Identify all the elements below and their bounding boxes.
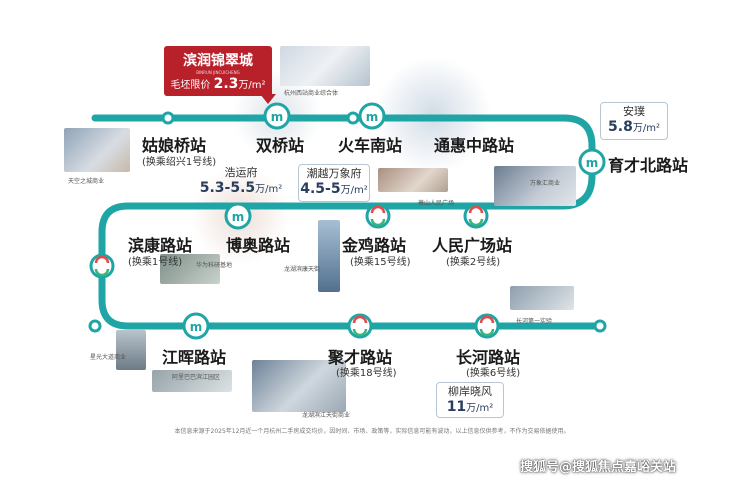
stop-huochenan	[346, 111, 360, 125]
price-anpu: 安璞 5.8万/m²	[600, 102, 668, 140]
loc-hangzhou-west: 杭州西站商业综合体	[284, 90, 339, 97]
photo-boao	[160, 254, 220, 284]
transfer-jinji-icon	[365, 203, 391, 229]
metro-logo-boao-icon: m	[224, 202, 252, 230]
featured-callout: 滨润锦翠城 BINRUN JINCUICHENG 毛坯限价 2.3万/m²	[164, 46, 272, 96]
station-jinji-sub: (换乘15号线)	[350, 257, 411, 268]
station-jianghui: 江晖路站	[162, 348, 227, 367]
loc-jinji2: 龙湖滨康天街	[284, 266, 321, 273]
price-liuan-value: 11	[446, 399, 467, 415]
station-renmin: 人民广场站	[432, 236, 513, 255]
price-anpu-value-row: 5.8万/m²	[601, 119, 667, 135]
svg-text:m: m	[586, 156, 599, 170]
price-anpu-unit: 万/m²	[632, 123, 660, 134]
stop-end	[593, 319, 607, 333]
price-haoyun-value: 5.3-5.5	[199, 180, 256, 196]
loc-tongmen: 万象汇商业	[530, 180, 561, 187]
metro-logo-huochenan-icon: m	[358, 102, 386, 130]
featured-name: 滨润锦翠城	[183, 53, 253, 69]
route-line	[91, 114, 604, 330]
photo-left	[116, 330, 146, 370]
transfer-binkang-icon	[89, 253, 115, 279]
station-binkang: 滨康路站	[128, 236, 193, 255]
price-liuan: 柳岸晓风 11万/m²	[436, 382, 504, 418]
transfer-renmin-icon	[463, 203, 489, 229]
featured-price: 2.3	[213, 76, 239, 92]
svg-text:m: m	[366, 110, 379, 124]
price-haoyun-value-row: 5.3-5.5万/m²	[196, 180, 286, 196]
featured-name-en: BINRUN JINCUICHENG	[196, 70, 240, 75]
price-chaoyue-name: 潮越万象府	[306, 167, 362, 180]
stop-guniangqiao	[161, 111, 175, 125]
station-changhe-sub: (换乘6号线)	[466, 368, 521, 379]
station-jucai-sub: (换乘18号线)	[336, 368, 397, 379]
loc-tiankong: 天空之城商业	[68, 178, 105, 185]
price-chaoyue-unit: 万/m²	[340, 185, 368, 196]
footnote: 本信息来源于2025年12月近一个月杭州二手房成交均价，因时间、市场、政策等，实…	[174, 428, 570, 435]
metro-logo-shuangqiao-icon: m	[263, 102, 291, 130]
price-liuan-name: 柳岸晓风	[448, 385, 492, 398]
photo-hangzhou-west	[280, 46, 370, 86]
price-liuan-unit: 万/m²	[466, 403, 494, 414]
price-chaoyue-value: 4.5-5	[300, 181, 341, 197]
loc-binkang: 华为科研基地	[196, 262, 233, 269]
featured-price-row: 毛坯限价 2.3万/m²	[164, 76, 272, 92]
price-haoyun: 浩运府 5.3-5.5万/m²	[196, 164, 286, 200]
station-renmin-sub: (换乘2号线)	[446, 257, 501, 268]
station-changhe: 长河路站	[456, 348, 521, 367]
svg-text:m: m	[190, 320, 203, 334]
loc-left: 星光大道商业	[90, 354, 127, 361]
price-liuan-value-row: 11万/m²	[437, 399, 503, 415]
transfer-changhe-icon	[474, 313, 500, 339]
stop-jianghui	[88, 319, 102, 333]
photo-changhe	[510, 286, 574, 310]
featured-callout-pointer	[260, 94, 276, 104]
metro-logo-jianghui-icon: m	[182, 312, 210, 340]
price-haoyun-unit: 万/m²	[255, 184, 283, 195]
photo-jinji	[318, 220, 340, 292]
station-guniangqiao-sub: (换乘绍兴1号线)	[142, 157, 217, 168]
watermark: 搜狐号@搜狐焦点嘉峪关站	[520, 460, 677, 475]
price-anpu-name: 安璞	[623, 105, 645, 118]
loc-jianghui: 阿里巴巴滨江园区	[172, 374, 221, 381]
loc-changhe: 长河第一实验	[516, 318, 553, 325]
station-huochenan: 火车南站	[338, 136, 403, 155]
photo-jucai	[252, 360, 346, 412]
station-yucaibei: 育才北路站	[608, 156, 689, 175]
featured-price-label: 毛坯限价	[170, 80, 211, 91]
svg-text:m: m	[232, 210, 245, 224]
price-anpu-value: 5.8	[608, 119, 633, 135]
svg-text:m: m	[271, 110, 284, 124]
photo-jianghui	[152, 370, 232, 392]
photo-tiankong	[64, 128, 130, 172]
station-jucai: 聚才路站	[328, 348, 393, 367]
price-chaoyue-value-row: 4.5-5万/m²	[299, 181, 369, 197]
metro-logo-yucai-icon: m	[578, 148, 606, 176]
station-shuangqiao: 双桥站	[256, 136, 305, 155]
price-chaoyue: 潮越万象府 4.5-5万/m²	[298, 164, 370, 202]
loc-renmin: 萧山人民广场	[418, 200, 455, 207]
station-boao: 博奥路站	[226, 236, 291, 255]
featured-unit: 万/m²	[238, 80, 266, 91]
station-guniangqiao: 姑娘桥站	[142, 136, 207, 155]
loc-jucai: 龙湖滨江天街商业	[302, 412, 351, 419]
photo-renmin	[378, 168, 448, 192]
photo-tongmen	[494, 166, 576, 206]
station-binkang-sub: (换乘1号线)	[128, 257, 183, 268]
station-jinji: 金鸡路站	[342, 236, 407, 255]
transfer-jucai-icon	[347, 313, 373, 339]
price-haoyun-name: 浩运府	[224, 166, 258, 179]
station-tonghuizhong: 通惠中路站	[434, 136, 515, 155]
